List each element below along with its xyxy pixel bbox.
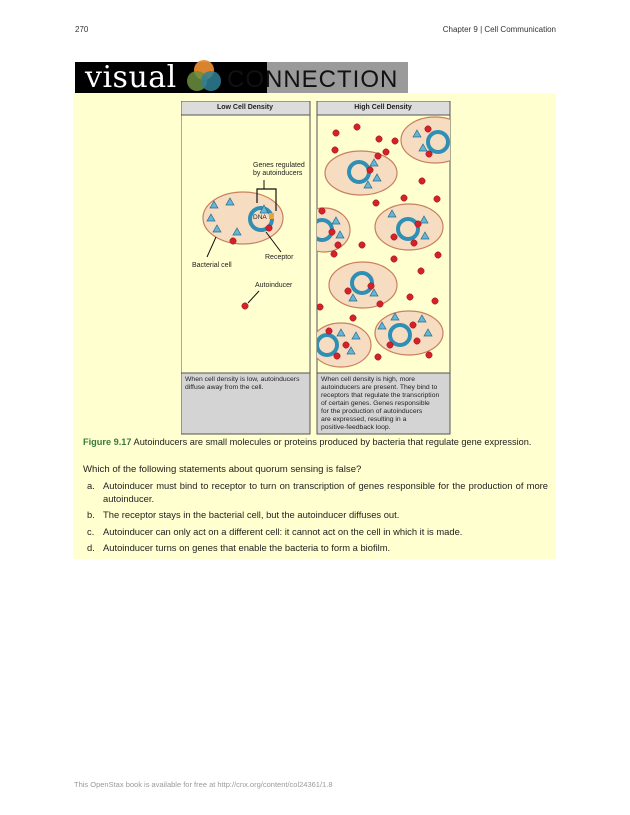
option-c: c. Autoinducer can only act on a differe… <box>83 526 548 539</box>
option-text: Autoinducer turns on genes that enable t… <box>103 542 391 553</box>
running-header: Chapter 9 | Cell Communication <box>442 25 556 34</box>
low-density-caption-bar <box>181 372 311 435</box>
option-a: a. Autoinducer must bind to receptor to … <box>83 480 548 505</box>
option-letter: d. <box>87 542 95 553</box>
high-density-caption-bar <box>316 372 451 435</box>
option-text: The receptor stays in the bacterial cell… <box>103 509 400 520</box>
high-density-cells <box>317 116 450 368</box>
low-density-autoinducer <box>241 302 249 310</box>
banner-gray-band <box>267 62 408 93</box>
figure-caption: Figure 9.17 Autoinducers are small molec… <box>83 437 548 447</box>
answer-options: a. Autoinducer must bind to receptor to … <box>83 480 548 559</box>
question-text: Which of the following statements about … <box>83 464 362 475</box>
high-density-caption: When cell density is high, more autoindu… <box>321 376 440 431</box>
label-bacterial-cell: Bacterial cell <box>192 262 232 269</box>
low-density-title: Low Cell Density <box>216 104 273 111</box>
autoinducer-pointer-line <box>247 290 260 304</box>
label-genes-line1: Genes regulated <box>253 162 305 169</box>
quorum-sensing-diagram <box>181 101 451 435</box>
venn-logo-icon <box>187 60 221 91</box>
option-letter: c. <box>87 525 95 537</box>
cell-pointer-line <box>206 236 217 258</box>
banner-word-connection: CONNECTION <box>227 66 399 93</box>
visual-connection-panel <box>73 93 556 559</box>
receptor-pointer-line <box>265 231 282 253</box>
low-density-caption: When cell density is low, autoinducers d… <box>185 376 300 391</box>
option-text: Autoinducer must bind to receptor to tur… <box>103 480 548 504</box>
banner-word-visual: visual <box>85 60 177 95</box>
label-genes-line2: by autoinducers <box>253 170 303 177</box>
visual-connection-banner: visual CONNECTION <box>75 60 408 95</box>
label-receptor: Receptor <box>265 254 294 261</box>
option-letter: b. <box>87 509 95 520</box>
low-density-bacterial-cell <box>202 191 284 245</box>
option-letter: a. <box>87 480 95 491</box>
figure-caption-text: Autoinducers are small molecules or prot… <box>131 437 532 447</box>
option-b: b. The receptor stays in the bacterial c… <box>83 509 548 522</box>
figure-number: Figure 9.17 <box>83 437 132 447</box>
label-dna: DNA <box>253 214 267 221</box>
label-autoinducer: Autoinducer <box>255 282 293 289</box>
genes-bracket <box>256 188 277 211</box>
page-footer: This OpenStax book is available for free… <box>74 780 333 789</box>
low-density-title-bar <box>181 101 311 116</box>
high-density-title: High Cell Density <box>354 104 412 111</box>
option-d: d. Autoinducer turns on genes that enabl… <box>83 542 548 555</box>
page-number: 270 <box>75 25 89 34</box>
high-density-title-bar <box>316 101 451 116</box>
option-text: Autoinducer can only act on a different … <box>103 525 463 537</box>
